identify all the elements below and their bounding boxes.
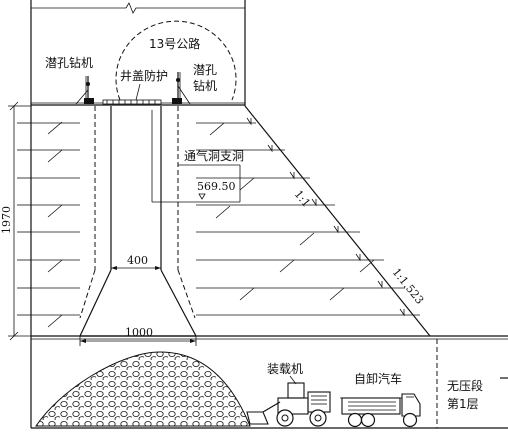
well-cover bbox=[102, 99, 162, 105]
vent-tunnel bbox=[151, 110, 241, 203]
height-dimension bbox=[8, 101, 31, 341]
drill-rig-right-label-2: 钻机 bbox=[193, 78, 217, 93]
road-label: 13号公路 bbox=[149, 36, 200, 51]
vent-tunnel-label: 通气洞支洞 bbox=[184, 148, 244, 163]
drill-rig-left-label: 潜孔钻机 bbox=[45, 55, 93, 70]
truck-label: 自卸汽车 bbox=[354, 371, 402, 386]
loader bbox=[246, 382, 331, 427]
road-dashed-circle bbox=[115, 20, 237, 101]
slope-label-lower: 1:1.523 bbox=[390, 266, 427, 307]
shaft bbox=[79, 106, 197, 337]
drill-rig-left bbox=[75, 76, 94, 105]
inner-width-label: 400 bbox=[127, 254, 148, 267]
section-label-1: 无压段 bbox=[447, 378, 483, 393]
dump-truck bbox=[340, 393, 421, 428]
lower-tunnel bbox=[30, 335, 508, 429]
section-label-2: 第1层 bbox=[447, 397, 479, 411]
drill-rig-right-label-1: 潜孔 bbox=[193, 63, 217, 77]
top-frame bbox=[30, 0, 246, 106]
bottom-width-label: 1000 bbox=[125, 326, 153, 339]
elevation-label: 569.50 bbox=[197, 180, 236, 193]
drill-rig-right bbox=[172, 72, 191, 105]
excavation-block bbox=[30, 105, 431, 337]
bottom-width-dimension bbox=[79, 336, 197, 346]
slope-label-upper: 1:1 bbox=[292, 188, 313, 210]
loader-label: 装载机 bbox=[267, 362, 303, 376]
inner-width-dimension bbox=[111, 266, 161, 270]
elevation-marker bbox=[198, 193, 206, 200]
height-label: 1970 bbox=[0, 206, 13, 234]
muck-pile bbox=[35, 351, 251, 427]
well-cover-label: 井盖防护 bbox=[120, 68, 168, 83]
